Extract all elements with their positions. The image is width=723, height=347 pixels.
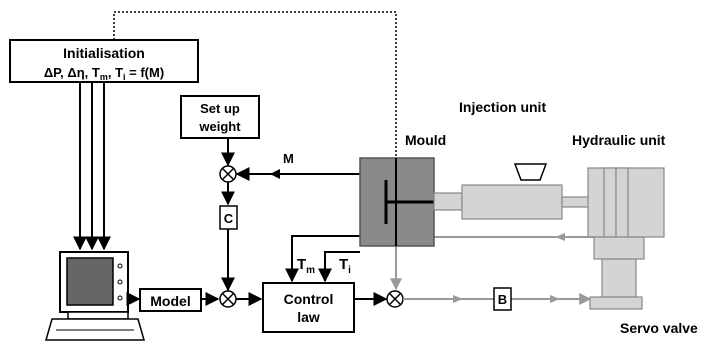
summing-junction-right [386, 290, 404, 308]
servo-valve-label: Servo valve [620, 320, 698, 336]
m-signal-label: M [283, 151, 294, 166]
initialisation-params: ΔP, Δη, Tm, Ti = f(M) [44, 65, 164, 82]
setup-weight-block: Set up weight [180, 95, 260, 139]
initialisation-box: Initialisation ΔP, Δη, Tm, Ti = f(M) [9, 39, 199, 83]
control-law-block: Control law [262, 282, 355, 333]
control-law-line1: Control [284, 291, 334, 307]
control-law-line2: law [297, 309, 320, 325]
c-block: C [219, 205, 238, 230]
c-block-label: C [224, 211, 234, 226]
setup-weight-line1: Set up [200, 101, 240, 116]
tm-label: Tm [297, 256, 315, 276]
injection-unit [433, 184, 605, 220]
hopper-icon [513, 163, 548, 181]
model-label: Model [150, 293, 190, 309]
model-block: Model [139, 288, 202, 312]
b-block-label: B [498, 292, 507, 307]
servo-valve [589, 236, 645, 310]
ti-label: Ti [339, 256, 351, 276]
dotted-feedback-line [113, 11, 397, 232]
servo-signal-line [403, 293, 592, 305]
initialisation-arrows [73, 82, 111, 251]
hydraulic-unit-label: Hydraulic unit [572, 132, 666, 148]
mould-label: Mould [405, 132, 446, 148]
ti-feedback-line [318, 251, 360, 283]
initialisation-title: Initialisation [63, 45, 145, 61]
m-mid-arrow [270, 169, 280, 179]
hydraulic-unit [587, 167, 665, 238]
mould [359, 157, 435, 247]
injection-unit-label: Injection unit [459, 99, 546, 115]
b-block: B [493, 287, 512, 311]
summing-junction-top [219, 165, 237, 183]
setup-weight-line2: weight [198, 119, 241, 134]
summing-junction-left [219, 290, 237, 308]
tm-feedback-line [285, 235, 360, 283]
computer-terminal-icon [45, 251, 145, 341]
